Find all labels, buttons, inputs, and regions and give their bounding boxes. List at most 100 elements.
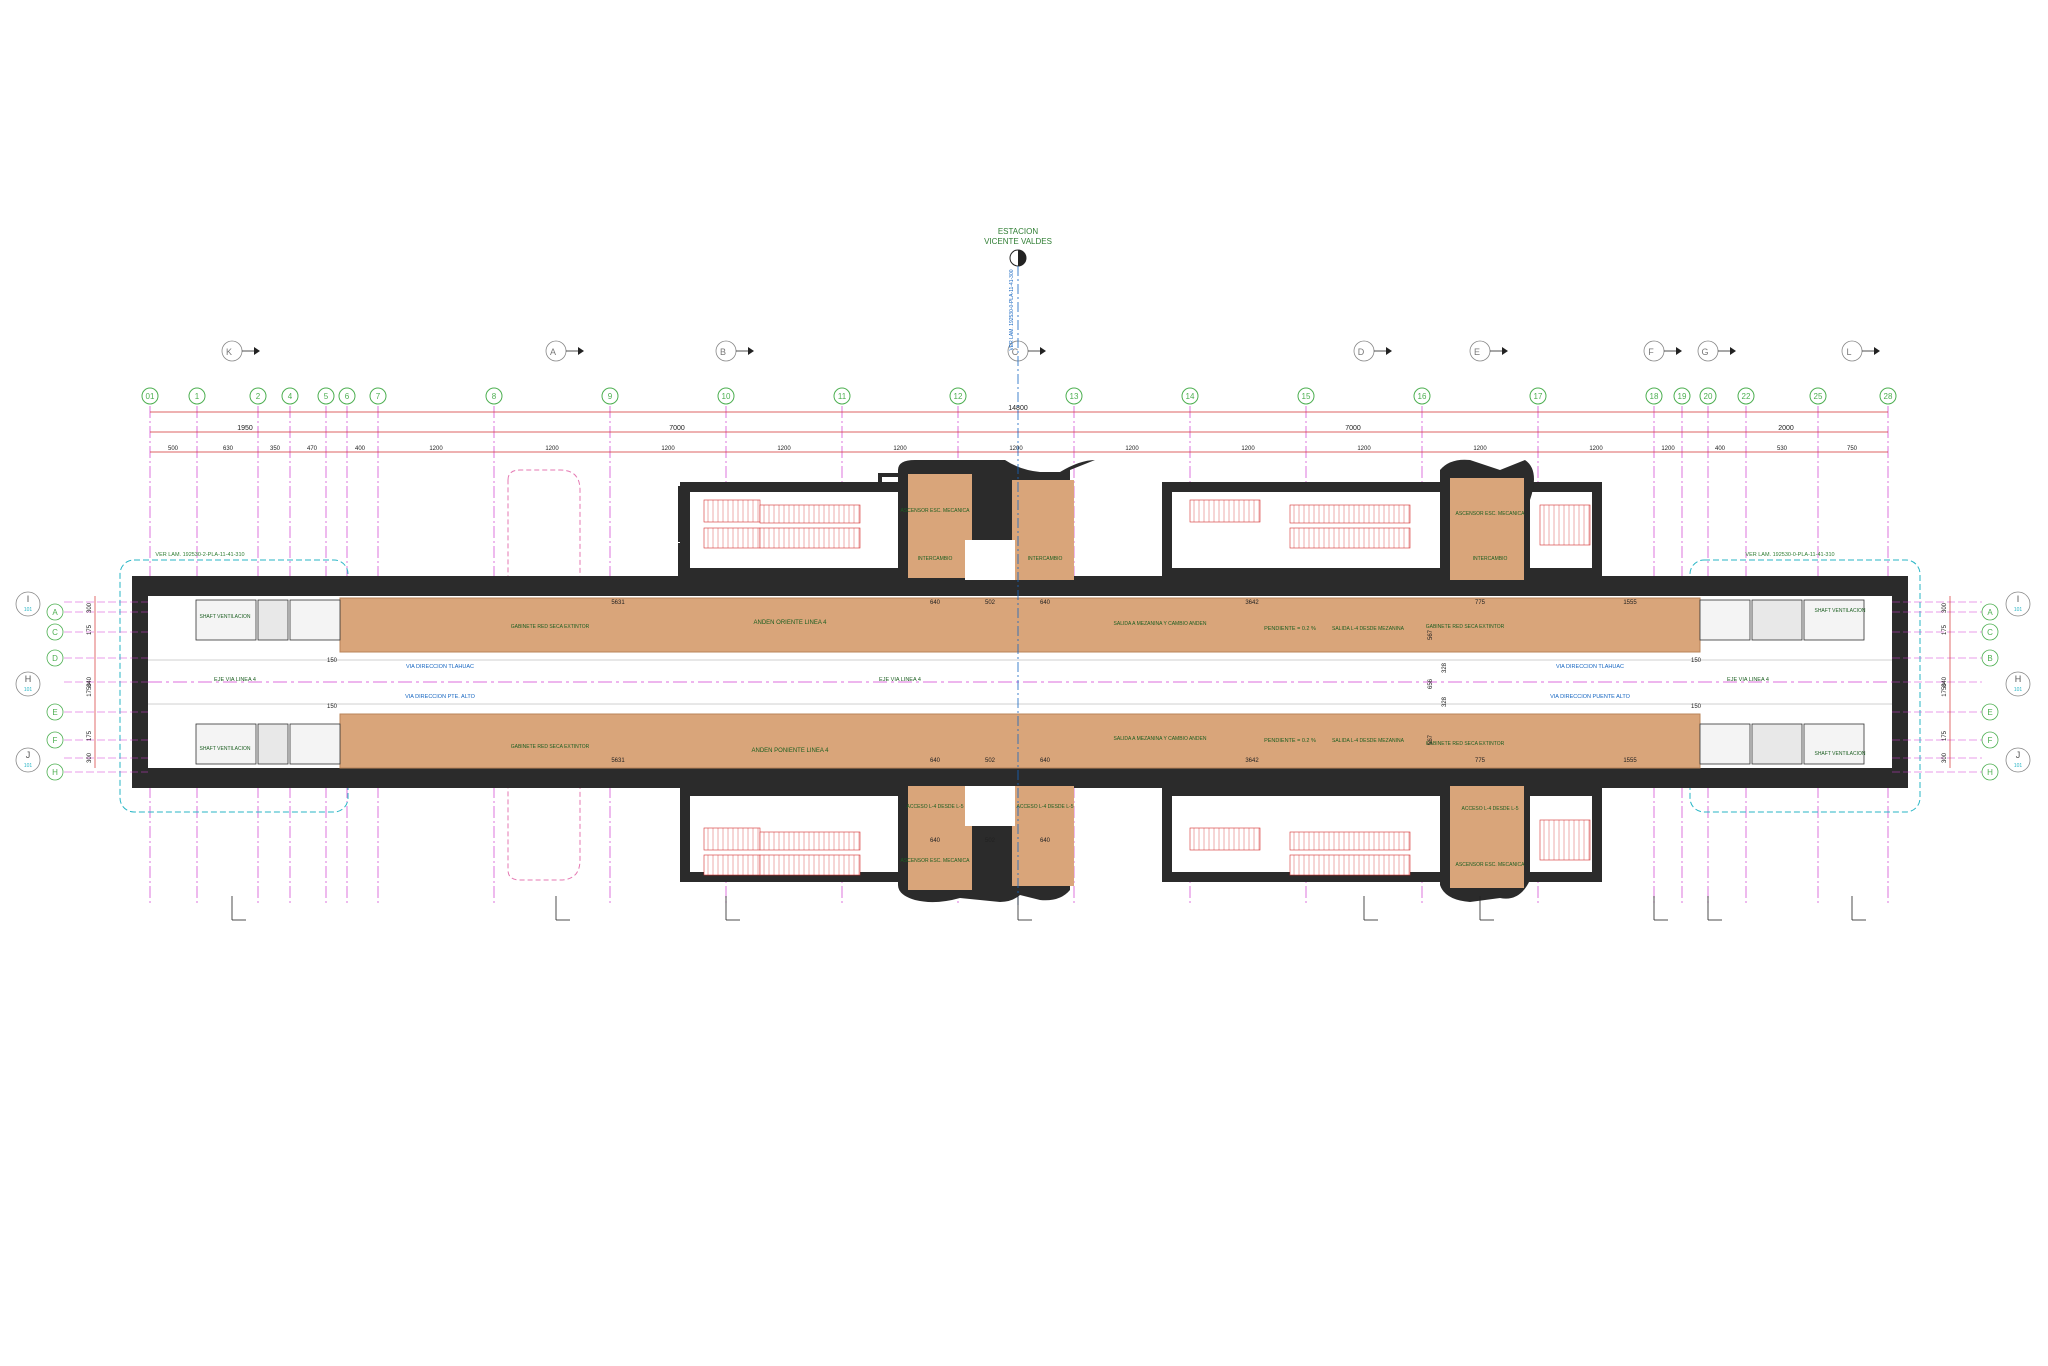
section-marker-icon bbox=[1009, 249, 1027, 267]
small-dim: 1200 bbox=[1241, 446, 1255, 452]
dim-640-a: 640 bbox=[930, 600, 941, 606]
grid-bubble-label: 5 bbox=[324, 392, 329, 401]
row-bubble-sub: 101 bbox=[2014, 763, 2023, 769]
label-acceso-1: ACCESO L-4 DESDE L-5 bbox=[907, 804, 964, 810]
vert-dim-value: 175 bbox=[87, 730, 93, 741]
escalator-m bbox=[1189, 827, 1261, 851]
row-bubble-left-J bbox=[15, 747, 41, 773]
label-dir-tlahuac-left: VIA DIRECCION TLAHUAC bbox=[406, 664, 474, 670]
grid-bubble-label: 18 bbox=[1650, 392, 1659, 401]
row-bubble-left-D bbox=[46, 649, 64, 667]
station-title-line2: VICENTE VALDES bbox=[984, 237, 1052, 246]
end-rooms-right bbox=[1699, 599, 1865, 765]
label-salida-mezanina-bottom: SALIDA A MEZANINA Y CAMBIO ANDEN bbox=[1114, 736, 1207, 742]
dim-150-left-top: 150 bbox=[327, 658, 338, 664]
grid-bubble-label: 28 bbox=[1884, 392, 1893, 401]
vert-dim-value: 840 bbox=[1942, 676, 1948, 687]
escalator-l bbox=[759, 854, 861, 876]
label-intercambio-2: INTERCAMBIO bbox=[1028, 556, 1063, 562]
label-salida-l4-bottom: SALIDA L-4 DESDE MEZANINA bbox=[1332, 738, 1405, 744]
grid-bubble-8 bbox=[485, 387, 503, 405]
escalator-n bbox=[1289, 831, 1411, 851]
small-dim: 750 bbox=[1847, 446, 1858, 452]
dim-150-right-top: 150 bbox=[1691, 658, 1702, 664]
dim-328-bottom: 328 bbox=[1442, 696, 1448, 707]
row-bubble-sub: 101 bbox=[2014, 607, 2023, 613]
small-dim: 400 bbox=[1715, 446, 1726, 452]
grid-bubble-label: 8 bbox=[492, 392, 497, 401]
label-shaft-left-top: SHAFT VENTILACION bbox=[199, 614, 250, 620]
dim-1555-bottom: 1555 bbox=[1623, 758, 1637, 764]
label-gabinete-right-top: GABINETE RED SECA EXTINTOR bbox=[1426, 624, 1505, 630]
grid-bubble-1 bbox=[188, 387, 206, 405]
vert-dim-value: 175 bbox=[87, 624, 93, 635]
small-dim: 530 bbox=[1777, 446, 1788, 452]
grid-bubble-label: 20 bbox=[1704, 392, 1713, 401]
escalator-d bbox=[759, 527, 861, 549]
section-marker-L bbox=[1841, 340, 1863, 362]
small-dim: 1200 bbox=[545, 446, 559, 452]
row-bubble-left-H bbox=[15, 671, 41, 697]
dim-775-bottom: 775 bbox=[1475, 758, 1486, 764]
escalator-o bbox=[1289, 854, 1411, 876]
dim-seg-mid1: 7000 bbox=[669, 425, 685, 432]
grid-bubble-28 bbox=[1879, 387, 1897, 405]
grid-bubble-label: 9 bbox=[608, 392, 613, 401]
arrow-right-icon bbox=[1502, 347, 1508, 355]
grid-bubble-label: 11 bbox=[838, 392, 847, 401]
row-bubble-sub: 101 bbox=[24, 687, 33, 693]
grid-bubble-22 bbox=[1737, 387, 1755, 405]
grid-bubble-10 bbox=[717, 387, 735, 405]
station-section-ref: VER LAM. 192530-0-PLA-11-41-300 bbox=[1009, 269, 1015, 350]
row-bubble-right-H bbox=[2005, 671, 2031, 697]
small-dim: 400 bbox=[355, 446, 366, 452]
track-lines bbox=[148, 659, 1892, 705]
small-dim: 1200 bbox=[1125, 446, 1139, 452]
dim-502-a: 502 bbox=[985, 600, 996, 606]
grid-bubble-14 bbox=[1181, 387, 1199, 405]
dim-overall: 14800 bbox=[1008, 405, 1028, 412]
row-bubble-left-A bbox=[46, 603, 64, 621]
row-bubble-right-J bbox=[2005, 747, 2031, 773]
arrow-right-icon bbox=[1676, 347, 1682, 355]
grid-bubble-label: 12 bbox=[954, 392, 963, 401]
small-dim: 1200 bbox=[1357, 446, 1371, 452]
label-gabinete-bottom: GABINETE RED SECA EXTINTOR bbox=[511, 744, 590, 750]
grid-bubble-18 bbox=[1645, 387, 1663, 405]
grid-bubble-label: 4 bbox=[288, 392, 293, 401]
label-salida-mezanina-top: SALIDA A MEZANINA Y CAMBIO ANDEN bbox=[1114, 621, 1207, 627]
row-bubble-left-I bbox=[15, 591, 41, 617]
grid-bubble-label: 7 bbox=[376, 392, 381, 401]
grid-bubble-label: 19 bbox=[1678, 392, 1687, 401]
dim-775-top: 775 bbox=[1475, 600, 1486, 606]
section-marker-label: B bbox=[720, 347, 726, 357]
label-dir-pte-alto-right: VIA DIRECCION PUENTE ALTO bbox=[1550, 694, 1631, 700]
label-eje-via-right: EJE VIA LINEA 4 bbox=[1727, 677, 1769, 683]
arrow-right-icon bbox=[748, 347, 754, 355]
row-bubble-left-C bbox=[46, 623, 64, 641]
row-bubble-label: D bbox=[52, 654, 58, 663]
label-acceso-2: ACCESO L-4 DESDE L-5 bbox=[1017, 804, 1074, 810]
grid-bubble-4 bbox=[281, 387, 299, 405]
arrow-right-icon bbox=[578, 347, 584, 355]
platform-east bbox=[339, 597, 1701, 653]
small-dim: 470 bbox=[307, 446, 318, 452]
label-anden-poniente: ANDEN PONIENTE LINEA 4 bbox=[751, 748, 829, 754]
dim-seg-left: 1950 bbox=[237, 425, 253, 432]
small-dim: 1200 bbox=[661, 446, 675, 452]
dimension-lines bbox=[150, 411, 1888, 453]
arrow-right-icon bbox=[1040, 347, 1046, 355]
escalator-f bbox=[1289, 504, 1411, 524]
dim-640-e: 640 bbox=[930, 838, 941, 844]
vert-dim-value: 300 bbox=[1942, 752, 1948, 763]
row-bubble-label: E bbox=[1987, 708, 1992, 717]
row-bubble-label: J bbox=[26, 750, 31, 760]
grid-bubble-11 bbox=[833, 387, 851, 405]
label-ascensor-1: ASCENSOR ESC. MECANICA bbox=[901, 508, 971, 514]
arrow-right-icon bbox=[254, 347, 260, 355]
grid-bubble-label: 17 bbox=[1534, 392, 1543, 401]
escalator-p bbox=[1539, 819, 1591, 861]
small-dim: 1200 bbox=[1009, 446, 1023, 452]
end-rooms-left bbox=[195, 599, 341, 765]
